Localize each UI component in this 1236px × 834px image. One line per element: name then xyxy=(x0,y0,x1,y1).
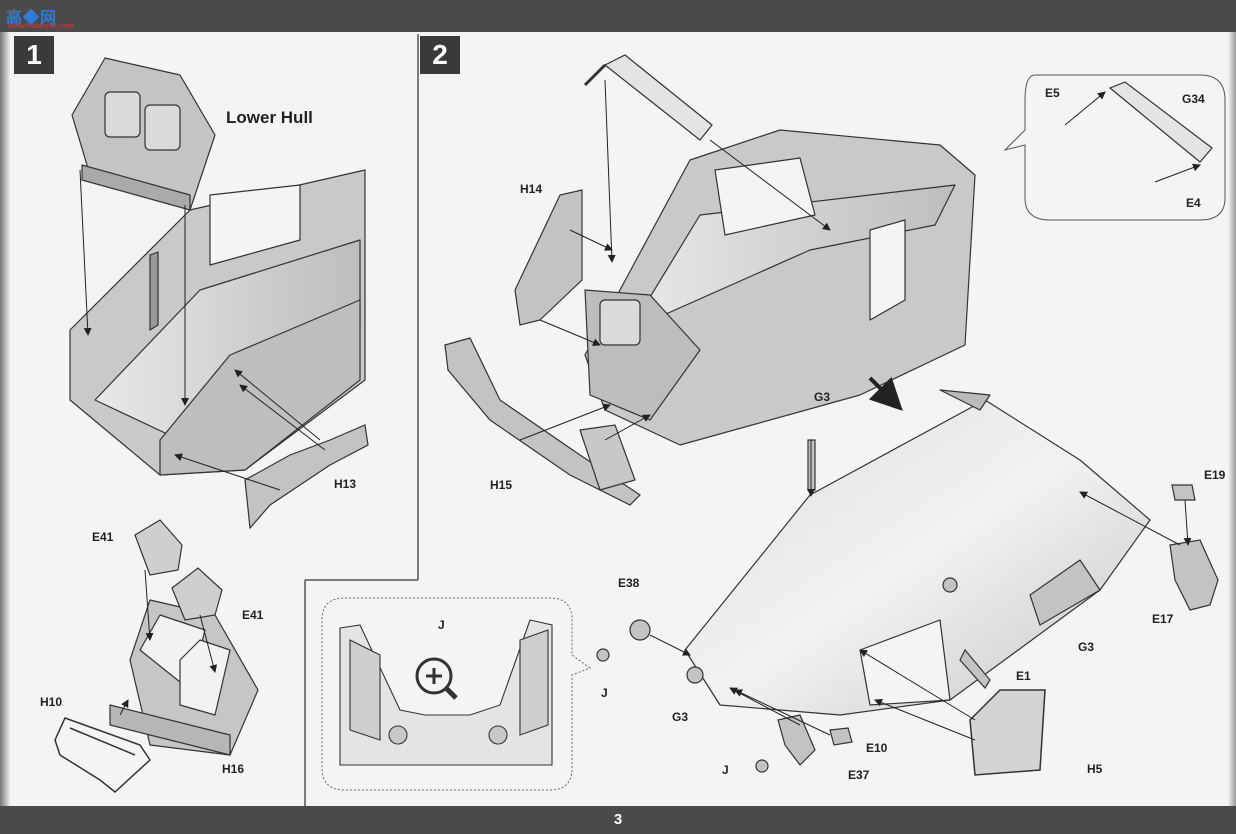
label-j-bottom: J xyxy=(722,763,729,777)
label-g3-left: G3 xyxy=(672,710,689,724)
part-e41-upper xyxy=(134,519,183,576)
label-g34: G34 xyxy=(1182,92,1205,106)
label-e1: E1 xyxy=(1016,669,1031,683)
label-j-detail: J xyxy=(438,618,445,632)
label-e38: E38 xyxy=(618,576,640,590)
front-hatch-plate xyxy=(71,57,216,211)
zoom-icon xyxy=(415,657,458,700)
label-e41-upper: E41 xyxy=(92,530,114,544)
page-edge-shadow xyxy=(1228,32,1236,806)
part-g34-bar xyxy=(583,54,713,141)
label-e37: E37 xyxy=(848,768,870,782)
label-e41-lower: E41 xyxy=(242,608,264,622)
upper-hull-assembly xyxy=(584,129,976,446)
step2-lower-arrows xyxy=(649,376,1192,741)
part-e41-lower xyxy=(171,567,223,621)
label-e19: E19 xyxy=(1204,468,1226,482)
label-h13: H13 xyxy=(334,477,357,491)
detail-j-drawing xyxy=(339,619,553,766)
hull-roof-assembly xyxy=(684,389,1151,716)
part-h15 xyxy=(444,337,641,506)
label-g3-right: G3 xyxy=(1078,640,1095,654)
detail-callout-g34 xyxy=(1003,74,1226,221)
label-g3-top: G3 xyxy=(814,390,831,404)
step-1-badge: 1 xyxy=(14,36,54,74)
part-h10 xyxy=(54,717,151,793)
label-h14: H14 xyxy=(520,182,543,196)
label-h15: H15 xyxy=(490,478,513,492)
step1-assembly-arrows xyxy=(79,169,326,491)
lower-hull-assembly xyxy=(69,169,366,476)
label-e5: E5 xyxy=(1045,86,1060,100)
lower-hull-title: Lower Hull xyxy=(226,108,313,127)
label-h16: H16 xyxy=(222,762,245,776)
step-2-badge: 2 xyxy=(420,36,460,74)
label-j-part: J xyxy=(601,686,608,700)
detail-e5-e4-arrows xyxy=(1064,91,1201,183)
part-e38 xyxy=(629,619,651,641)
label-h10: H10 xyxy=(40,695,63,709)
page-binding-shadow xyxy=(0,32,10,806)
panel-dividers xyxy=(304,34,419,806)
label-e4: E4 xyxy=(1186,196,1201,210)
label-e17: E17 xyxy=(1152,612,1174,626)
hatch-assembly-arrows xyxy=(119,569,218,716)
bottom-footer-bar: 3 xyxy=(0,806,1236,834)
part-h13 xyxy=(244,424,369,530)
page-number: 3 xyxy=(613,811,623,828)
hatch-subassembly xyxy=(109,599,259,756)
label-h5: H5 xyxy=(1087,762,1103,776)
top-header-bar: 高◆网 www.hobbyhk.com xyxy=(0,0,1236,32)
part-h14 xyxy=(514,189,583,326)
step2-upper-arrows xyxy=(519,79,831,441)
part-e37 xyxy=(777,714,816,766)
label-e10: E10 xyxy=(866,741,888,755)
watermark-logo: 高◆网 www.hobbyhk.com xyxy=(6,4,76,30)
logo-text: 高◆网 xyxy=(6,10,58,27)
part-h5-door xyxy=(969,689,1046,776)
part-e17 xyxy=(1169,539,1219,611)
logo-subtext: www.hobbyhk.com xyxy=(8,22,75,30)
detail-g34-part xyxy=(1108,81,1213,163)
